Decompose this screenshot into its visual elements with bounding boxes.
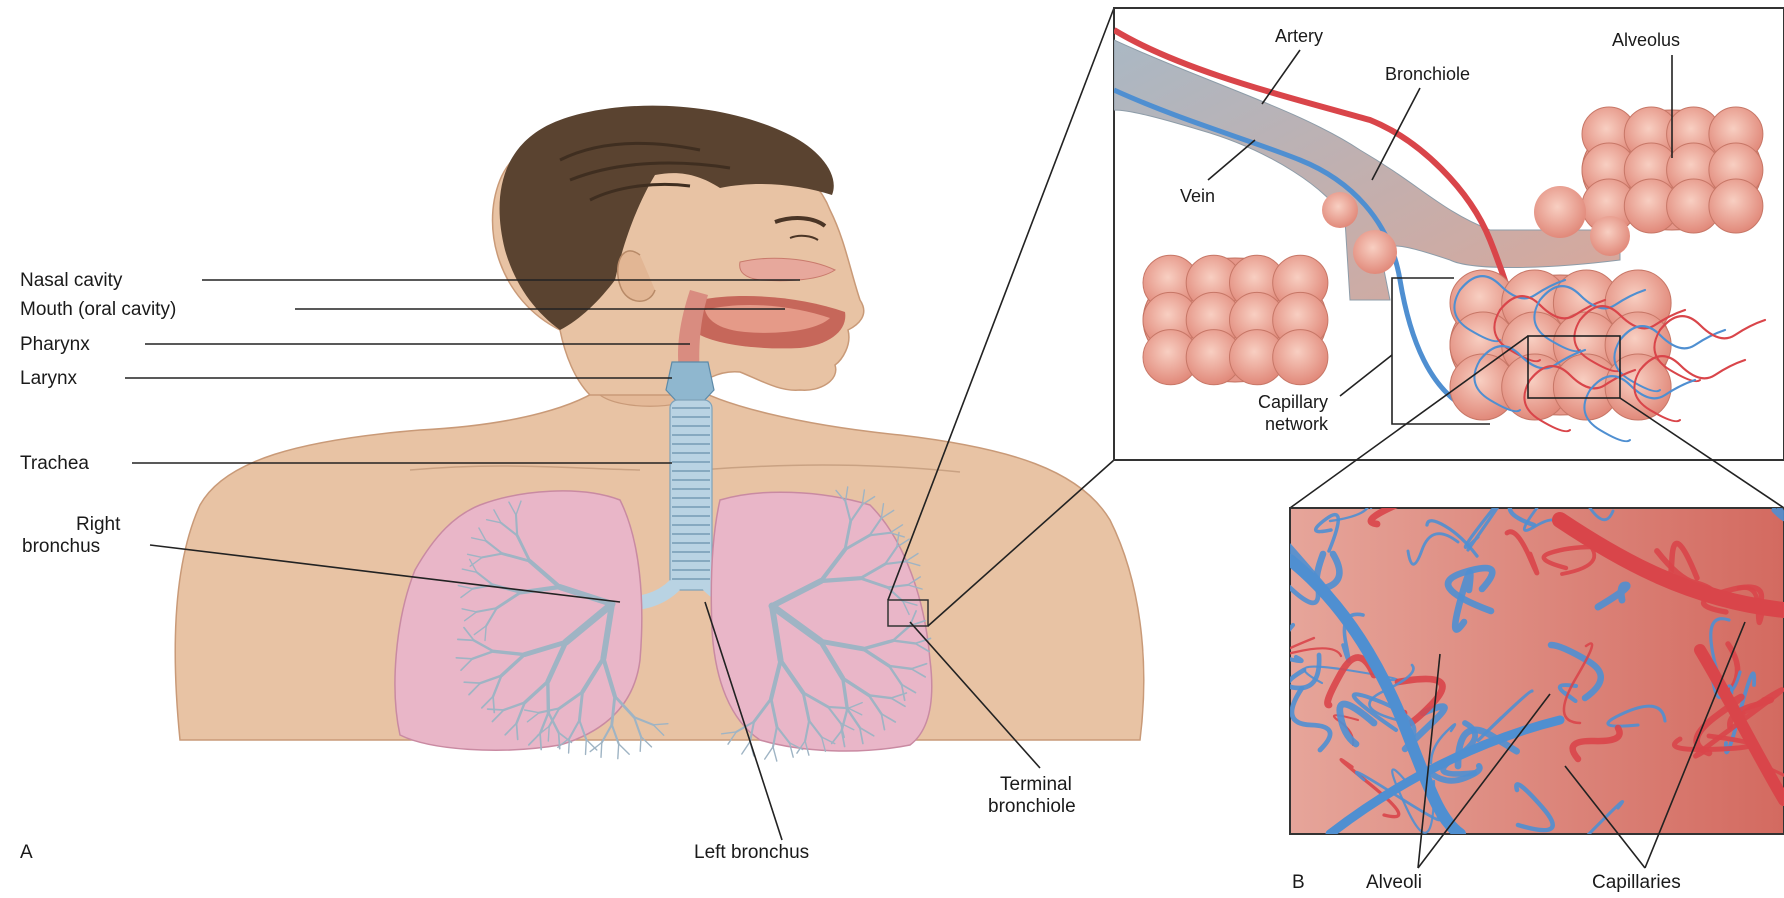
label-nasal-cavity: Nasal cavity — [20, 270, 123, 291]
vein-capillary — [1733, 430, 1784, 518]
alveolus-circle — [1709, 179, 1763, 233]
label-right-bronchus-line1: Right — [76, 514, 121, 535]
bronchial-branch — [540, 733, 541, 749]
bronchial-branch — [569, 738, 570, 753]
bronchial-branch — [590, 743, 602, 752]
bronchial-branch — [586, 740, 597, 750]
alveolar-sac-left — [1143, 255, 1328, 385]
alveolus-bud — [1534, 186, 1586, 238]
alveolus-bud — [1353, 230, 1397, 274]
bronchial-branch — [456, 658, 472, 659]
label-larynx: Larynx — [20, 368, 78, 389]
label-mouth: Mouth (oral cavity) — [20, 299, 176, 320]
larynx-shape — [666, 362, 714, 405]
bronchial-branch — [773, 747, 777, 761]
bronchial-branch — [516, 515, 517, 536]
bronchial-branch — [742, 742, 750, 754]
label-capillary-network-line2: network — [1265, 414, 1329, 434]
label-artery: Artery — [1275, 26, 1323, 46]
label-vein: Vein — [1180, 186, 1215, 206]
alveolus-bud — [1590, 216, 1630, 256]
bronchial-branch — [458, 639, 474, 640]
label-pharynx: Pharynx — [20, 334, 90, 355]
label-terminal-bronchiole-line1: Terminal — [1000, 774, 1072, 795]
label-right-bronchus-line2: bronchus — [22, 536, 100, 557]
human-figure — [175, 106, 1144, 761]
alveolus-circle — [1273, 330, 1328, 385]
bronchial-branch — [548, 682, 549, 713]
label-alveoli: Alveoli — [1366, 872, 1422, 893]
label-trachea: Trachea — [20, 453, 89, 474]
bronchial-branch — [586, 740, 587, 755]
bronchial-branch — [828, 707, 849, 708]
panel-letter-a: A — [20, 842, 33, 863]
bronchial-branch — [618, 744, 619, 759]
panel-letter-b: B — [1292, 872, 1305, 893]
capillary-vessel — [1660, 316, 1765, 338]
bronchial-branch — [488, 709, 504, 710]
label-capillaries: Capillaries — [1592, 872, 1681, 893]
label-capillary-network-line1: Capillary — [1258, 392, 1328, 412]
vein-capillary — [1545, 433, 1613, 520]
label-bronchiole: Bronchiole — [1385, 64, 1470, 84]
bronchial-branch — [619, 744, 630, 754]
bronchial-branch — [640, 737, 641, 752]
capillary-magnified-panel — [1247, 430, 1784, 873]
bronchial-branch — [548, 726, 549, 741]
bronchial-branch — [464, 682, 480, 683]
bronchial-branch — [601, 743, 602, 758]
label-terminal-bronchiole-line2: bronchiole — [988, 796, 1076, 817]
bronchial-branch — [765, 747, 773, 759]
bronchial-branch — [821, 578, 861, 581]
label-left-bronchus: Left bronchus — [694, 842, 809, 863]
bronchial-branch — [493, 696, 494, 712]
label-alveolus: Alveolus — [1612, 30, 1680, 50]
bronchial-branch — [517, 723, 518, 739]
alveolus-bud — [1322, 192, 1358, 228]
